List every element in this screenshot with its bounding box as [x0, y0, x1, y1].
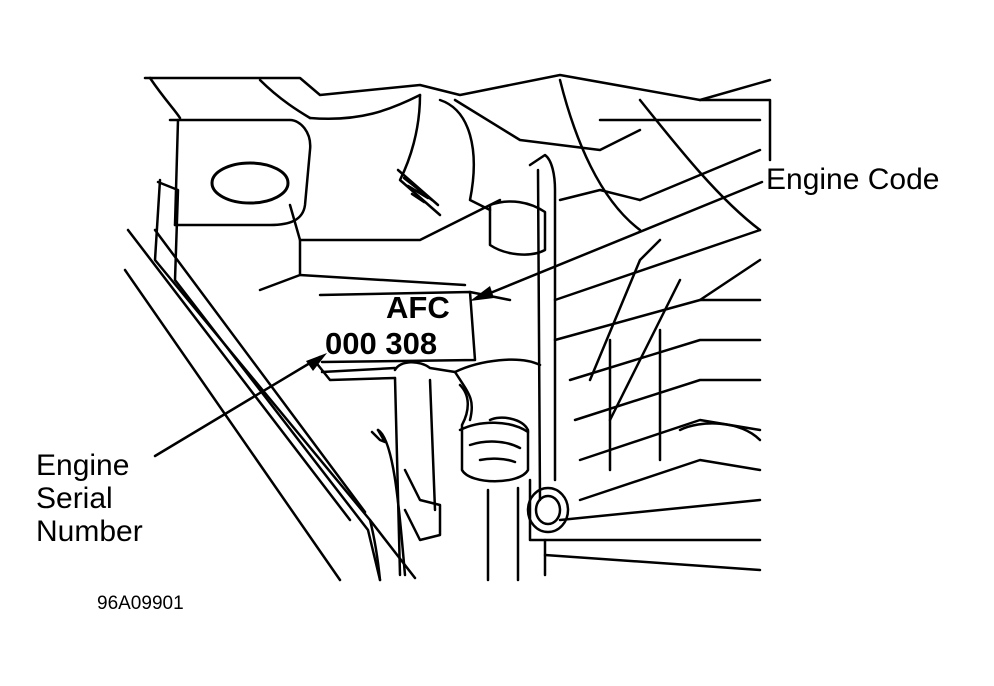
engine-serial-number-label: Engine Serial Number: [36, 449, 143, 548]
serial-label-line-1: Engine: [36, 449, 130, 482]
bracket-assembly: [316, 358, 542, 582]
serial-label-line-2: Serial: [36, 482, 113, 515]
engine-code-arrowhead: [470, 286, 494, 301]
arrowheads: [306, 286, 494, 371]
leader-lines: [153, 180, 764, 458]
plate-serial-number: 000 308: [325, 326, 438, 361]
engine-block-outline: [143, 73, 772, 292]
serial-arrowhead: [306, 353, 327, 371]
frame-rails: [123, 178, 417, 582]
plate-engine-code: AFC: [386, 290, 450, 325]
right-block: [526, 98, 772, 577]
figure-number: 96A09901: [97, 593, 184, 614]
engine-code-label: Engine Code: [766, 163, 940, 196]
serial-label-line-3: Number: [36, 515, 143, 548]
